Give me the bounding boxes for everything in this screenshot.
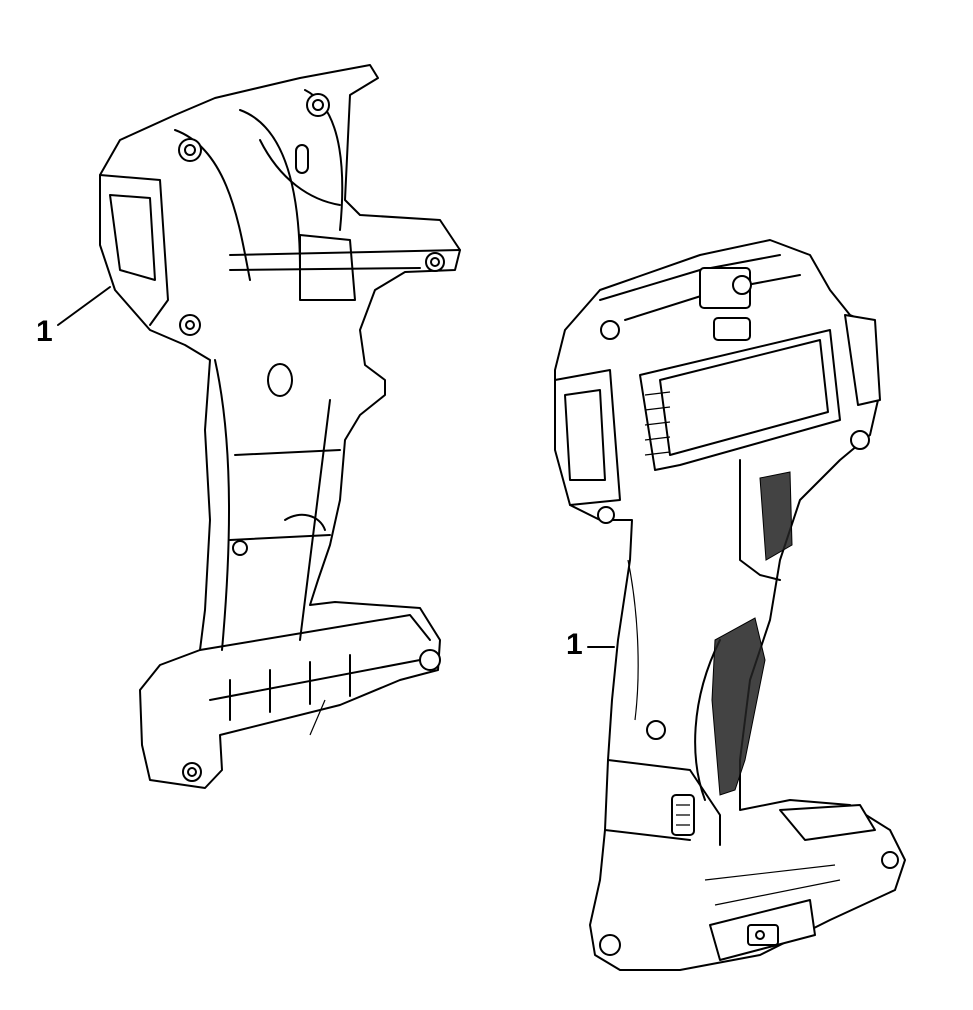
housing-assembled-right — [554, 239, 906, 971]
callout-label-left: 1 — [36, 315, 53, 348]
housing-half-left — [99, 64, 461, 789]
callout-label-right: 1 — [566, 628, 583, 661]
housing-left-outline — [99, 64, 461, 789]
leader-line-left — [57, 286, 111, 326]
